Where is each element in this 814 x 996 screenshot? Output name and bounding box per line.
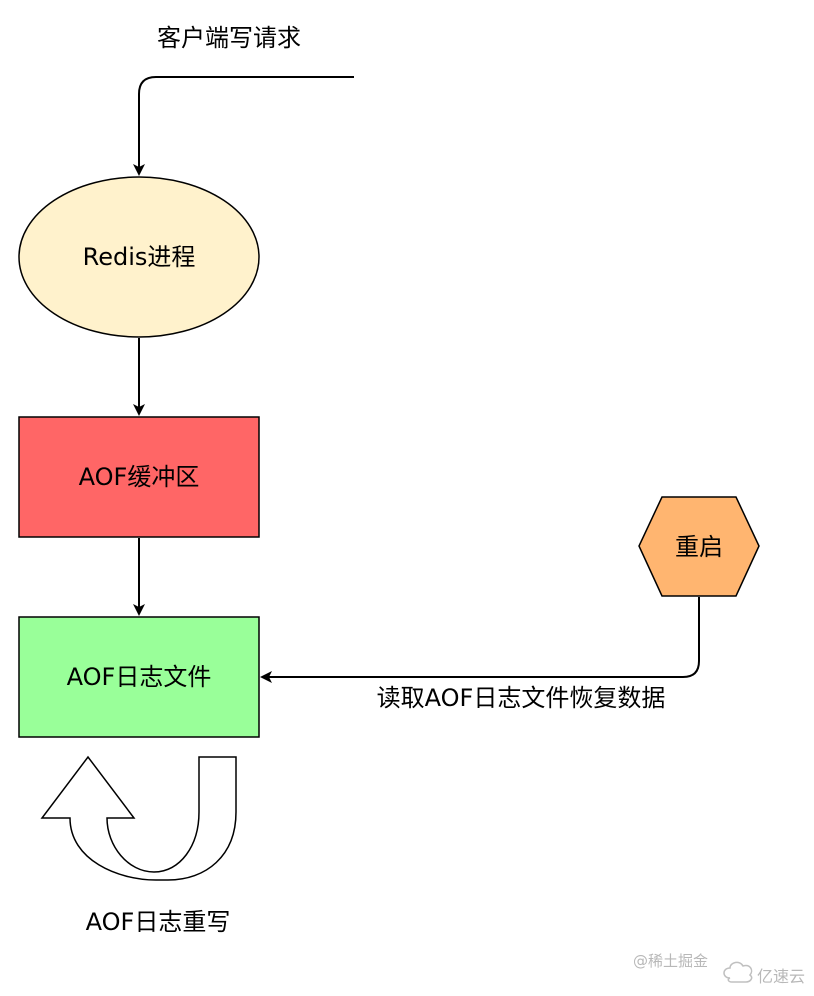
juejin-watermark: @稀土掘金	[633, 952, 708, 970]
node-aof-file: AOF日志文件	[18, 616, 260, 738]
node-redis-process: Redis进程	[18, 176, 260, 338]
edge-restart-to-file	[260, 597, 700, 683]
yisu-logo-icon	[723, 961, 753, 983]
aof-buffer-label: AOF缓冲区	[79, 463, 200, 491]
yisu-watermark: 亿速云	[757, 967, 805, 986]
restart-to-file-edge-label: 读取AOF日志文件恢复数据	[377, 684, 666, 712]
aof-file-box	[18, 616, 260, 738]
rewrite-uturn-arrow-icon	[40, 755, 237, 881]
redis-process-ellipse	[18, 176, 260, 338]
redis-process-label: Redis进程	[83, 243, 196, 271]
aof-rewrite-label: AOF日志重写	[86, 908, 231, 936]
edge-client-to-redis	[133, 76, 354, 176]
aof-file-label: AOF日志文件	[67, 663, 212, 691]
node-aof-buffer: AOF缓冲区	[18, 416, 260, 538]
aof-buffer-box	[18, 416, 260, 538]
node-restart: 重启	[638, 496, 760, 597]
restart-hexagon	[638, 496, 760, 597]
restart-label: 重启	[675, 533, 723, 561]
client-write-request-label: 客户端写请求	[157, 24, 301, 52]
